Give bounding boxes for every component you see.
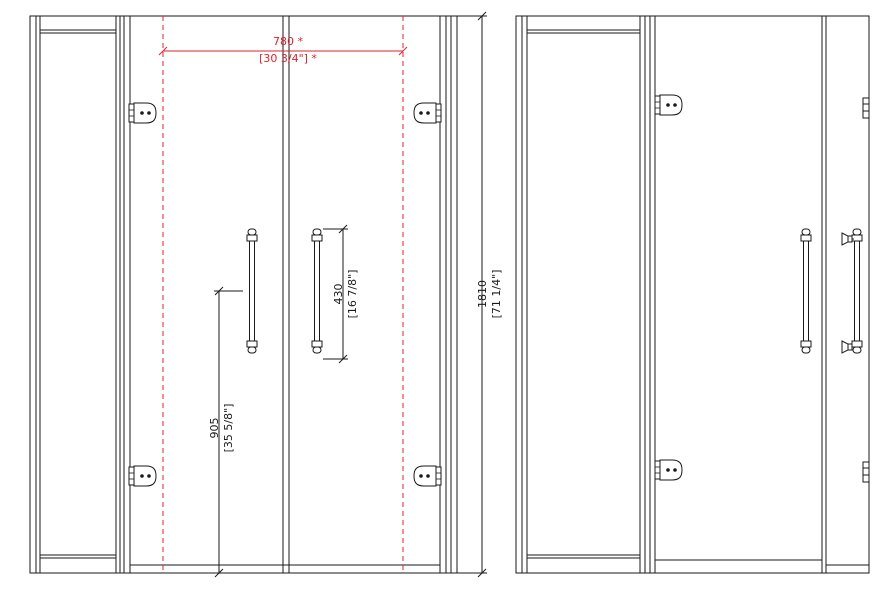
overall-height-imperial: [71 1/4"]: [490, 270, 503, 319]
overall-height-dimension: [457, 11, 487, 578]
hinge-icon: [128, 465, 157, 487]
overall-height-metric: 1810: [476, 280, 489, 308]
edge-bracket-icon: [862, 97, 870, 119]
hinge-icon: [654, 459, 683, 481]
handle-icon: [800, 228, 812, 354]
handle-length-dimension: [323, 224, 348, 364]
width-dim-metric: 780 *: [273, 35, 303, 48]
handle-height-metric: 905: [208, 418, 221, 439]
side-view: [515, 15, 870, 574]
handle-mount-icon: [841, 232, 854, 354]
hinge-icon: [654, 94, 683, 116]
side-outer-frame: [515, 15, 870, 574]
hinge-icon: [128, 102, 157, 124]
handle-dim-metric: 430: [332, 284, 345, 305]
handle-icon: [246, 228, 258, 354]
front-view: [29, 15, 458, 574]
handle-icon: [311, 228, 323, 354]
handle-dim-imperial: [16 7/8"]: [346, 270, 359, 319]
hinge-icon: [413, 465, 442, 487]
opening-width-dimension: [158, 16, 408, 573]
side-fixed-panel: [526, 29, 641, 559]
width-dim-imperial: [30 3/4"] *: [259, 52, 317, 65]
fixed-panel: [39, 29, 117, 559]
handle-height-imperial: [35 5/8"]: [222, 404, 235, 453]
hinge-icon: [413, 102, 442, 124]
handle-icon: [851, 228, 863, 354]
handle-height-dimension: [214, 286, 243, 578]
edge-bracket-icon: [862, 461, 870, 483]
outer-frame: [29, 15, 458, 574]
